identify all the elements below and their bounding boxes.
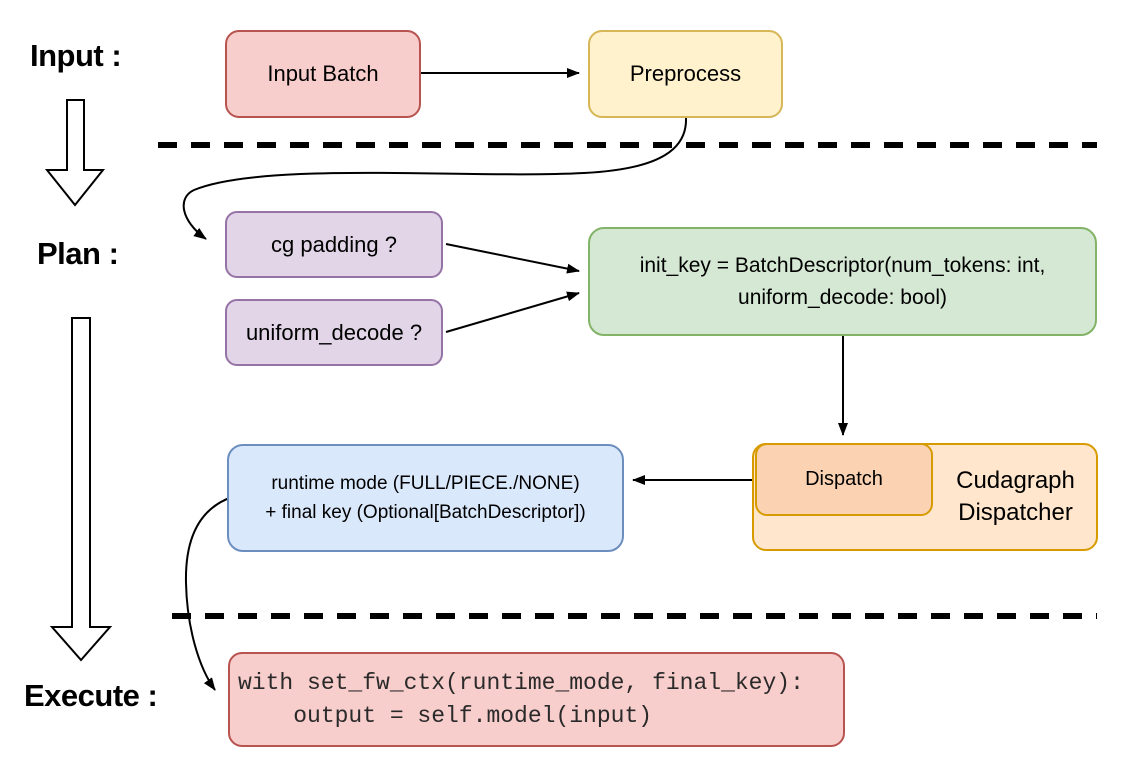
arrow-cg-padding-to-init-key [445, 243, 580, 274]
node-runtime-mode-line1: runtime mode (FULL/PIECE./NONE) [271, 472, 580, 494]
node-cudagraph-dispatcher-label: Cudagraph Dispatcher [933, 443, 1098, 551]
node-uniform-decode-label: uniform_decode ? [245, 319, 423, 345]
node-execute-code: with set_fw_ctx(runtime_mode, final_key)… [228, 652, 845, 747]
execute-code-line2: output = self.model(input) [238, 702, 653, 729]
node-preprocess-label: Preprocess [629, 61, 742, 86]
node-dispatch: Dispatch [755, 443, 933, 516]
stage-label-execute: Execute : [24, 678, 158, 713]
cudagraph-dispatcher-line2: Dispatcher [958, 499, 1073, 526]
stage-label-input: Input : [30, 38, 122, 73]
node-dispatch-label: Dispatch [805, 468, 883, 490]
node-runtime-mode-line2: + final key (Optional[BatchDescriptor]) [265, 502, 586, 523]
stage-arrow-plan-to-execute [49, 317, 113, 662]
stage-label-plan: Plan : [37, 236, 119, 271]
arrow-uniform-decode-to-init-key [445, 291, 580, 333]
node-uniform-decode: uniform_decode ? [225, 299, 443, 366]
node-cg-padding-label: cg padding ? [271, 231, 397, 257]
node-init-key: init_key = BatchDescriptor(num_tokens: i… [588, 227, 1097, 336]
node-preprocess: Preprocess [588, 30, 783, 118]
execute-code-line1: with set_fw_ctx(runtime_mode, final_key)… [238, 670, 804, 697]
node-init-key-line1: init_key = BatchDescriptor(num_tokens: i… [639, 254, 1046, 277]
arrow-runtime-mode-to-execute-code [184, 496, 233, 691]
arrow-preprocess-to-cg-padding [182, 117, 688, 240]
node-init-key-line2: uniform_decode: bool) [738, 285, 947, 309]
node-cg-padding: cg padding ? [225, 211, 443, 278]
cudagraph-dispatcher-line1: Cudagraph [956, 466, 1075, 494]
node-runtime-mode: runtime mode (FULL/PIECE./NONE) + final … [227, 444, 624, 552]
node-input-batch: Input Batch [225, 30, 421, 118]
stage-arrow-input-to-plan [44, 99, 106, 207]
node-input-batch-label: Input Batch [267, 61, 379, 86]
